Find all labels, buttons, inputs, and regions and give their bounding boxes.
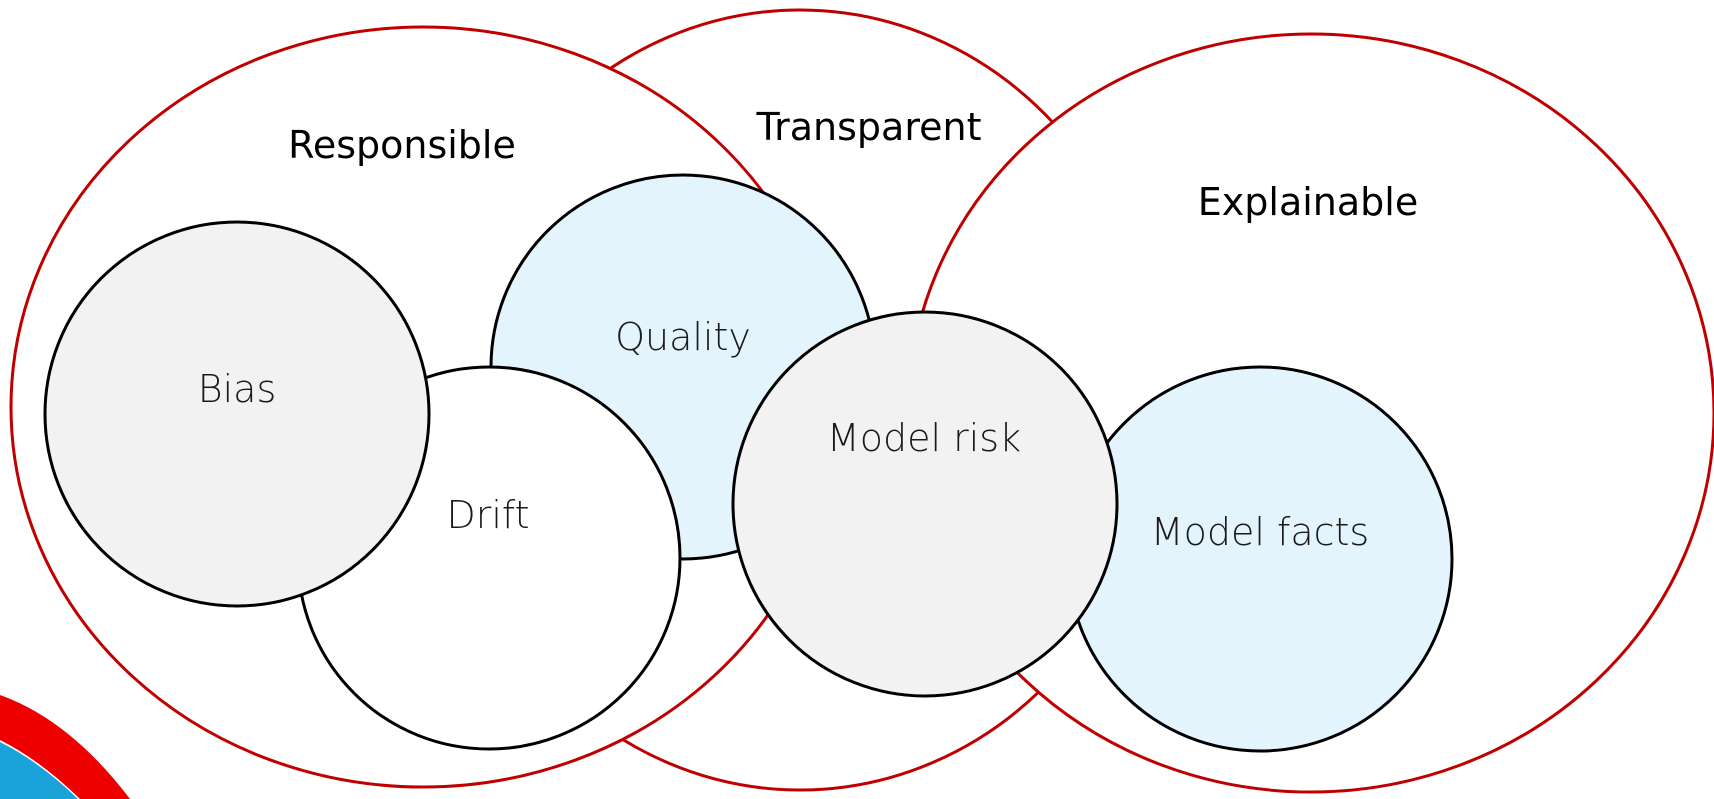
quality-label: Quality — [615, 315, 751, 359]
responsible-title: Responsible — [288, 123, 516, 167]
logo-red-arc — [0, 695, 130, 799]
model-facts-circle — [1066, 365, 1454, 753]
transparent-title: Transparent — [756, 105, 982, 149]
model-facts-label: Model facts — [1151, 510, 1369, 554]
corner-logo-graphic — [0, 695, 130, 799]
explainable-title: Explainable — [1198, 180, 1418, 224]
model-risk-circle — [731, 310, 1119, 698]
bias-label: Bias — [198, 367, 277, 411]
bias-circle — [43, 220, 431, 608]
drift-label: Drift — [446, 493, 529, 537]
logo-blue-arc — [0, 742, 78, 799]
model-risk-label: Model risk — [827, 416, 1021, 460]
